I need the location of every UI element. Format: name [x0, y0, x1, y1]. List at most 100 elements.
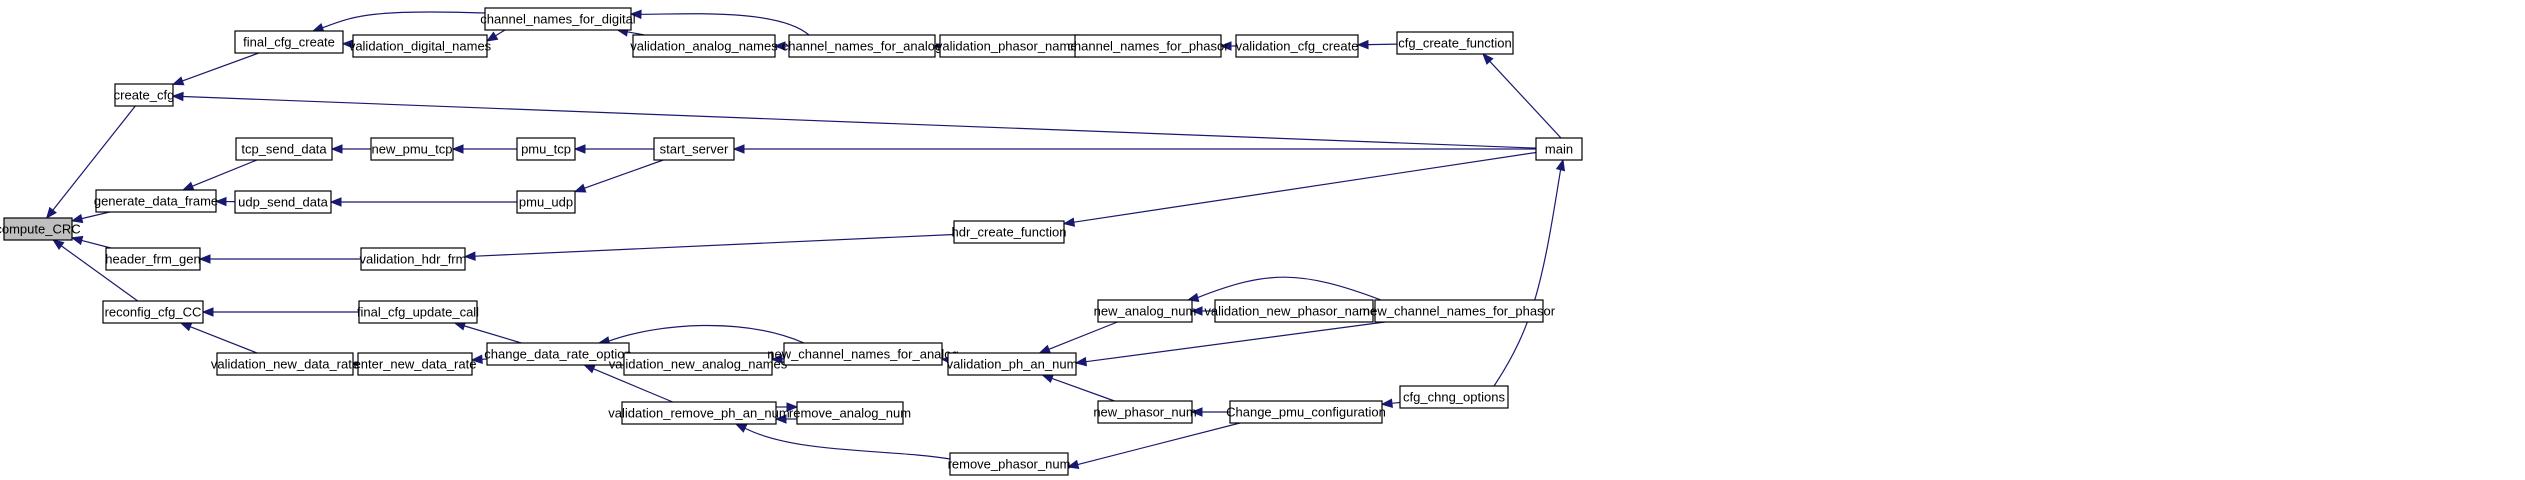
node-new_phasor_num[interactable]: new_phasor_num	[1093, 400, 1197, 424]
node-validation_analog_names[interactable]: validation_analog_names	[630, 34, 778, 58]
node-cfg_create_function[interactable]: cfg_create_function	[1396, 31, 1514, 55]
edge-header_frm_gen-to-compute_CRC-arrowhead	[70, 235, 84, 246]
node-box	[1229, 400, 1383, 424]
edge-Change_pmu_configuration-to-remove_phasor_num	[1077, 422, 1241, 466]
node-validation_ph_an_num[interactable]: validation_ph_an_num	[947, 352, 1078, 376]
node-label: Change_pmu_configuration	[1226, 405, 1386, 420]
edge-hdr_create_function-to-validation_hdr_frm	[474, 233, 955, 257]
node-validation_phasor_names[interactable]: validation_phasor_names	[936, 34, 1085, 58]
node-label: cfg_chng_options	[1403, 390, 1505, 405]
edge-validation_remove_ph_an_num-to-change_data_rate_option-arrowhead	[583, 364, 596, 374]
edge-main-to-cfg_create_function-arrowhead	[1482, 53, 1494, 65]
node-compute_CRC[interactable]: compute_CRC	[0, 217, 81, 241]
node-new_channel_names_for_phasor[interactable]: new_channel_names_for_phasor	[1363, 299, 1556, 323]
node-box	[358, 300, 478, 324]
node-create_cfg[interactable]: create_cfg	[114, 83, 175, 107]
node-hdr_create_function[interactable]: hdr_create_function	[952, 220, 1067, 244]
edge-remove_phasor_num-to-validation_remove_ph_an_num	[744, 427, 951, 460]
node-label: start_server	[660, 142, 729, 157]
node-cfg_chng_options[interactable]: cfg_chng_options	[1399, 385, 1509, 409]
edge-create_cfg-to-compute_CRC-arrowhead	[45, 206, 57, 220]
node-pmu_tcp[interactable]: pmu_tcp	[516, 137, 576, 161]
node-channel_names_for_analog[interactable]: channel_names_for_analog	[782, 34, 942, 58]
edge-cfg_create_function-to-validation_cfg_create	[1367, 43, 1398, 46]
node-box	[653, 137, 735, 161]
node-label: validation_ph_an_num	[947, 357, 1078, 372]
edge-channel_names_for_digital-to-final_cfg_create-arrowhead	[311, 23, 325, 33]
node-label: create_cfg	[114, 88, 175, 103]
edge-start_server-to-pmu_udp-arrowhead	[573, 183, 587, 193]
edge-tcp_send_data-to-generate_data_frame-arrowhead	[181, 181, 195, 191]
node-pmu_udp[interactable]: pmu_udp	[516, 190, 576, 214]
node-box	[516, 137, 576, 161]
node-validation_cfg_create[interactable]: validation_cfg_create	[1235, 34, 1359, 58]
node-main[interactable]: main	[1535, 137, 1583, 161]
edge-final_cfg_create-to-create_cfg-arrowhead	[171, 76, 185, 86]
node-label: compute_CRC	[0, 222, 81, 237]
edge-Change_pmu_configuration-to-new_phasor_num-arrowhead	[1190, 407, 1203, 417]
node-label: new_phasor_num	[1093, 405, 1196, 420]
node-label: remove_analog_num	[789, 406, 911, 421]
node-box	[1235, 34, 1359, 58]
node-label: validation_new_phasor_names	[1204, 304, 1384, 319]
node-tcp_send_data[interactable]: tcp_send_data	[235, 137, 333, 161]
node-box	[947, 352, 1077, 376]
edge-start_server-to-pmu_udp	[584, 159, 664, 189]
node-new_channel_names_for_analog[interactable]: new_channel_names_for_analog	[767, 342, 959, 366]
node-start_server[interactable]: start_server	[653, 137, 735, 161]
node-box	[796, 401, 904, 425]
node-remove_phasor_num[interactable]: remove_phasor_num	[948, 452, 1071, 476]
node-final_cfg_update_call[interactable]: final_cfg_update_call	[357, 300, 479, 324]
node-box	[370, 137, 454, 161]
node-label: validation_analog_names	[630, 39, 778, 54]
node-channel_names_for_digital[interactable]: channel_names_for_digital	[480, 7, 636, 31]
node-validation_hdr_frm[interactable]: validation_hdr_frm	[360, 247, 467, 271]
node-label: new_channel_names_for_phasor	[1363, 304, 1556, 319]
edge-channel_names_for_analog-to-channel_names_for_digital-arrowhead	[629, 9, 642, 20]
node-label: hdr_create_function	[952, 225, 1067, 240]
edge-new_channel_names_for_phasor-to-new_analog_num	[1197, 276, 1382, 301]
node-new_analog_num[interactable]: new_analog_num	[1094, 299, 1197, 323]
node-validation_remove_ph_an_num[interactable]: validation_remove_ph_an_num	[608, 401, 790, 425]
node-enter_new_data_rate[interactable]: enter_new_data_rate	[354, 352, 477, 376]
edge-channel_names_for_digital-to-validation_digital_names-arrowhead	[485, 31, 499, 42]
node-remove_analog_num[interactable]: remove_analog_num	[789, 401, 911, 425]
node-new_pmu_tcp[interactable]: new_pmu_tcp	[370, 137, 454, 161]
node-box	[105, 247, 201, 271]
node-udp_send_data[interactable]: udp_send_data	[234, 190, 332, 214]
node-generate_data_frame[interactable]: generate_data_frame	[94, 189, 218, 213]
edge-pmu_tcp-to-new_pmu_tcp-arrowhead	[451, 144, 464, 154]
node-box	[95, 189, 217, 213]
node-box	[783, 342, 943, 366]
edge-validation_remove_ph_an_num-to-change_data_rate_option	[593, 368, 673, 403]
node-validation_new_analog_names[interactable]: validation_new_analog_names	[609, 352, 788, 376]
node-validation_digital_names[interactable]: validation_digital_names	[349, 34, 492, 58]
node-box	[1097, 299, 1193, 323]
node-label: validation_digital_names	[349, 39, 492, 54]
node-label: change_data_rate_option	[484, 347, 631, 362]
node-label: final_cfg_create	[243, 35, 335, 50]
node-validation_new_data_rate[interactable]: validation_new_data_rate	[211, 352, 359, 376]
edge-validation_cfg_create-to-channel_names_for_phasor-arrowhead	[1219, 41, 1232, 51]
edge-final_cfg_update_call-to-reconfig_cfg_CC-arrowhead	[201, 307, 214, 317]
node-Change_pmu_configuration[interactable]: Change_pmu_configuration	[1226, 400, 1386, 424]
node-label: validation_remove_ph_an_num	[608, 406, 789, 421]
node-label: new_pmu_tcp	[372, 142, 453, 157]
edge-tcp_send_data-to-generate_data_frame	[192, 159, 258, 187]
node-label: validation_new_analog_names	[609, 357, 788, 372]
node-box	[623, 352, 773, 376]
edge-generate_data_frame-to-compute_CRC	[81, 211, 110, 220]
edge-validation_remove_ph_an_num-to-remove_analog_num-arrowhead	[786, 402, 799, 412]
node-box	[484, 7, 632, 31]
node-final_cfg_create[interactable]: final_cfg_create	[234, 30, 344, 54]
node-header_frm_gen[interactable]: header_frm_gen	[105, 247, 201, 271]
node-channel_names_for_phasor[interactable]: channel_names_for_phasor	[1067, 34, 1229, 58]
node-label: cfg_create_function	[1398, 36, 1511, 51]
node-box	[1399, 385, 1509, 409]
edge-header_frm_gen-to-compute_CRC	[81, 239, 111, 249]
node-validation_new_phasor_names[interactable]: validation_new_phasor_names	[1204, 299, 1384, 323]
node-box	[357, 352, 473, 376]
node-reconfig_cfg_CC[interactable]: reconfig_cfg_CC	[102, 300, 204, 324]
edge-main-to-hdr_create_function-arrowhead	[1062, 217, 1076, 227]
